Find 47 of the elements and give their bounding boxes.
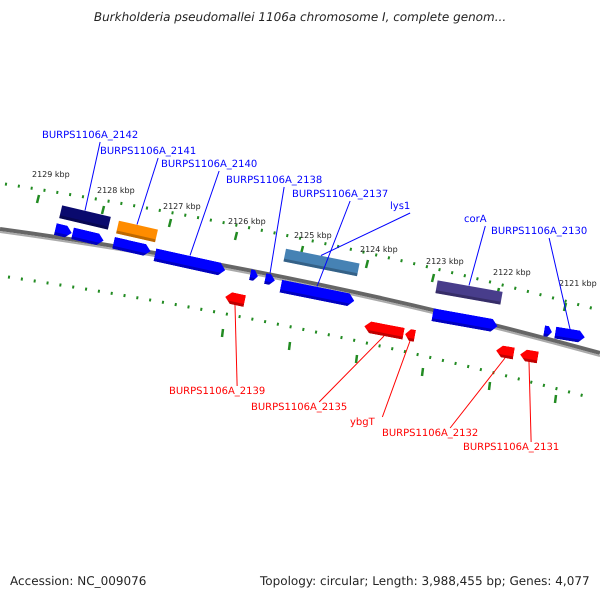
gene-label: BURPS1106A_2135	[251, 402, 348, 414]
leader-line	[84, 142, 101, 211]
leader-line	[136, 158, 159, 225]
scale-label: 2122 kbp	[493, 268, 531, 278]
gene-feature	[224, 291, 246, 307]
scale-label: 2126 kbp	[228, 217, 266, 227]
leader-line	[234, 304, 238, 386]
gene-label: BURPS1106A_2130	[491, 226, 588, 238]
gene-feature	[543, 324, 553, 338]
leader-line	[468, 226, 486, 286]
gene-label: corA	[464, 214, 487, 226]
leader-line	[316, 200, 351, 287]
scale-label: 2121 kbp	[559, 279, 597, 289]
genome-info-text: Topology: circular; Length: 3,988,455 bp; Genes: 4,077	[260, 574, 590, 588]
gene-label: BURPS1106A_2137	[292, 189, 388, 201]
scale-label: 2128 kbp	[97, 186, 135, 196]
gene-feature	[554, 326, 586, 344]
gene-bar	[59, 204, 111, 230]
scale-label: 2123 kbp	[426, 257, 464, 267]
gene-label: ybgT	[350, 417, 375, 429]
scale-label: 2127 kbp	[163, 202, 201, 212]
gene-bar	[282, 248, 360, 276]
gene-label: BURPS1106A_2138	[226, 175, 322, 187]
leader-line	[450, 358, 506, 428]
gene-feature	[495, 344, 515, 360]
leader-line	[548, 238, 570, 330]
leader-line	[318, 336, 384, 402]
gene-feature	[404, 328, 416, 342]
leader-line	[320, 212, 411, 256]
scale-label: 2125 kbp	[294, 231, 332, 241]
accession-text: Accession: NC_009076	[10, 574, 146, 588]
scale-label: 2124 kbp	[360, 245, 398, 255]
leader-line	[382, 340, 410, 418]
diagram-title: Burkholderia pseudomallei 1106a chromosome I, complete genom...	[92, 10, 508, 24]
gene-label: BURPS1106A_2139	[169, 386, 266, 398]
gene-label: BURPS1106A_2142	[42, 130, 138, 142]
gene-label: lys1	[390, 201, 410, 213]
leader-line	[270, 186, 285, 274]
gene-label: BURPS1106A_2140	[161, 159, 258, 171]
gene-feature	[519, 348, 539, 364]
gene-label: BURPS1106A_2141	[100, 146, 196, 158]
gene-bar	[116, 220, 158, 242]
leader-line	[190, 170, 220, 256]
scale-label: 2129 kbp	[32, 170, 70, 180]
leader-line	[528, 362, 532, 442]
gene-label: BURPS1106A_2131	[463, 442, 560, 454]
gene-label: BURPS1106A_2132	[382, 428, 478, 440]
